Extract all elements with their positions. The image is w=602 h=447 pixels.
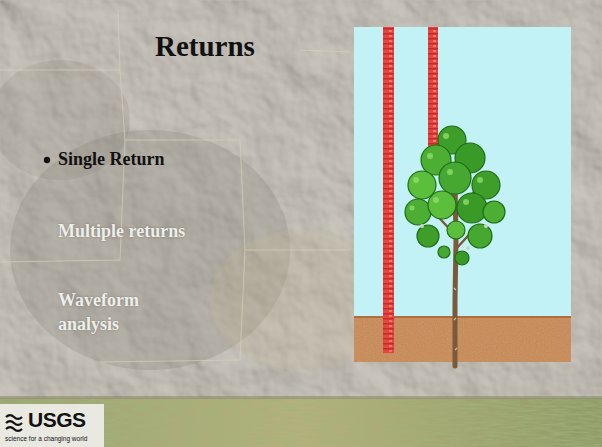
bullet-text-dimmed: Multiple returns — [58, 219, 185, 243]
logo-tagline: science for a changing world — [5, 435, 87, 442]
slide-title: Returns — [155, 30, 255, 63]
laser-pulse — [428, 27, 438, 156]
bullet-text: Single Return — [58, 147, 165, 171]
usgs-wave-symbol — [6, 415, 22, 431]
bullet-text-dimmed: Waveform analysis — [58, 288, 162, 337]
logo-wordmark: USGS — [28, 408, 86, 432]
bullet-dot — [44, 157, 50, 163]
laser-pulse — [383, 27, 394, 353]
lidar-illustration — [354, 27, 571, 366]
